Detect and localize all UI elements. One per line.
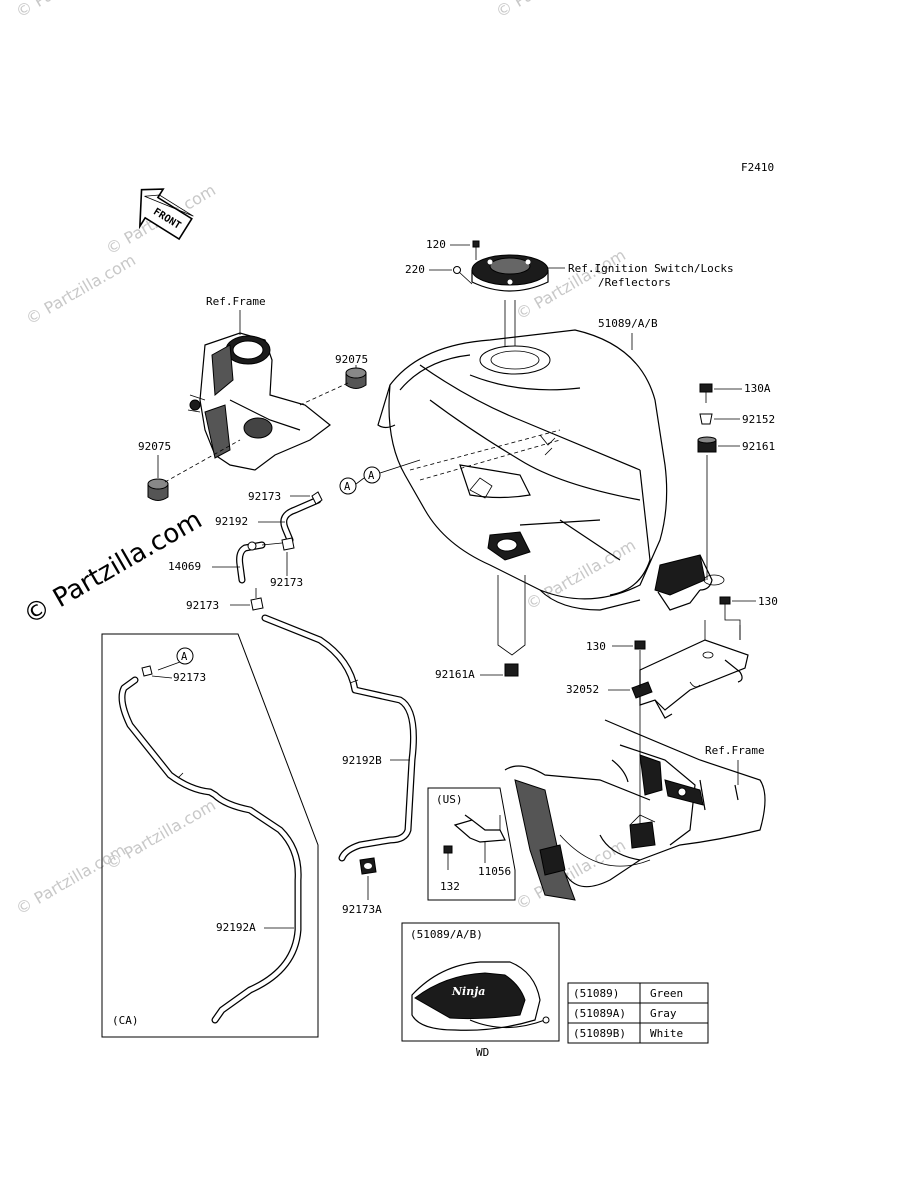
- callout-92075-top: 92075: [335, 353, 368, 366]
- frame-head: [187, 332, 331, 471]
- damper-92075-bottom: [147, 478, 169, 501]
- watermarks: © Partzilla.com © Partzilla.com © Partzi…: [13, 0, 639, 918]
- watermark: © Partzilla.com: [103, 795, 219, 873]
- inset-ca-label: (CA): [112, 1014, 139, 1027]
- marker-a-ca: A: [176, 647, 194, 665]
- inset-us: (US) 132 11056: [427, 787, 516, 901]
- tank-decal: Ninja: [411, 961, 550, 1031]
- diagram-code: F2410: [741, 161, 774, 174]
- color-table-color: Green: [650, 987, 683, 1000]
- callout-51089: 51089/A/B: [598, 317, 658, 330]
- collar-92152: [699, 413, 713, 425]
- inset-tank: (51089/A/B) Ninja WD: [401, 922, 560, 1059]
- callout-130-right: 130: [758, 595, 778, 608]
- bolt-130-mid: [634, 640, 646, 650]
- hose-92192b: [261, 614, 417, 862]
- callout-92192: 92192: [215, 515, 248, 528]
- grommet-92161: [697, 436, 717, 453]
- inset-tank-caption: WD: [476, 1046, 489, 1059]
- bracket-11056: [453, 814, 506, 843]
- clamp-92173-a: [311, 491, 323, 505]
- bolt-132: [443, 845, 453, 870]
- front-arrow-icon: FRONT: [138, 188, 194, 241]
- watermark: © Partzilla.com: [493, 0, 609, 21]
- marker-a-2: A: [363, 466, 381, 484]
- valve-14069: [236, 537, 295, 584]
- bolt-120: [472, 240, 480, 260]
- watermark: © Partzilla.com: [13, 0, 129, 21]
- callout-92173-b: 92173: [270, 576, 303, 589]
- bracket-32052: [631, 620, 749, 719]
- callout-92192a: 92192A: [216, 921, 256, 934]
- tank-logo: Ninja: [451, 985, 485, 998]
- callout-14069: 14069: [168, 560, 201, 573]
- callout-92173-a: 92173: [248, 490, 281, 503]
- bolt-130-right: [719, 596, 731, 615]
- callout-92173a: 92173A: [342, 903, 382, 916]
- fuel-tank: [377, 329, 725, 611]
- ref-frame-top-label: Ref.Frame: [206, 295, 266, 308]
- bolt-130a: [699, 383, 713, 403]
- svg-text:A: A: [181, 651, 188, 663]
- watermark: © Partzilla.com: [523, 535, 639, 613]
- color-table: (51089) Green (51089A) Gray (51089B) Whi…: [567, 982, 709, 1044]
- svg-text:A: A: [368, 470, 375, 482]
- inset-tank-label: (51089/A/B): [410, 928, 483, 941]
- watermark: © Partzilla.com: [23, 250, 139, 328]
- callout-132: 132: [440, 880, 460, 893]
- callout-92173-c: 92173: [186, 599, 219, 612]
- grommet-92161a: [504, 663, 519, 677]
- callout-11056: 11056: [478, 865, 511, 878]
- ref-ignition-label-2: /Reflectors: [598, 276, 671, 289]
- color-table-part: (51089B): [573, 1027, 626, 1040]
- hose-92192: [280, 496, 322, 544]
- color-table-color: White: [650, 1027, 683, 1040]
- callout-92161: 92161: [742, 440, 775, 453]
- marker-a-1: A: [339, 477, 357, 495]
- callout-92075-bottom: 92075: [138, 440, 171, 453]
- color-table-part: (51089): [573, 987, 619, 1000]
- callout-92173-ca: 92173: [173, 671, 206, 684]
- svg-text:A: A: [344, 481, 351, 493]
- inset-ca: (CA) A 92173 92192A: [101, 633, 319, 1038]
- inset-us-label: (US): [436, 793, 463, 806]
- color-table-part: (51089A): [573, 1007, 626, 1020]
- callout-130a: 130A: [744, 382, 771, 395]
- callout-92192b: 92192B: [342, 754, 382, 767]
- hose-92192a: [118, 676, 302, 1024]
- screw-220: [453, 266, 473, 285]
- callout-92161a: 92161A: [435, 668, 475, 681]
- callout-130-mid: 130: [586, 640, 606, 653]
- callout-120: 120: [426, 238, 446, 251]
- ref-frame-bottom-label: Ref.Frame: [705, 744, 765, 757]
- damper-92075-top: [345, 367, 367, 389]
- callout-220: 220: [405, 263, 425, 276]
- callout-32052: 32052: [566, 683, 599, 696]
- clamp-92173a: [359, 857, 377, 875]
- clamp-92173-c: [250, 588, 264, 611]
- color-table-color: Gray: [650, 1007, 677, 1020]
- callout-92152: 92152: [742, 413, 775, 426]
- ref-ignition-label-1: Ref.Ignition Switch/Locks: [568, 262, 734, 275]
- frame-lower: [504, 719, 766, 901]
